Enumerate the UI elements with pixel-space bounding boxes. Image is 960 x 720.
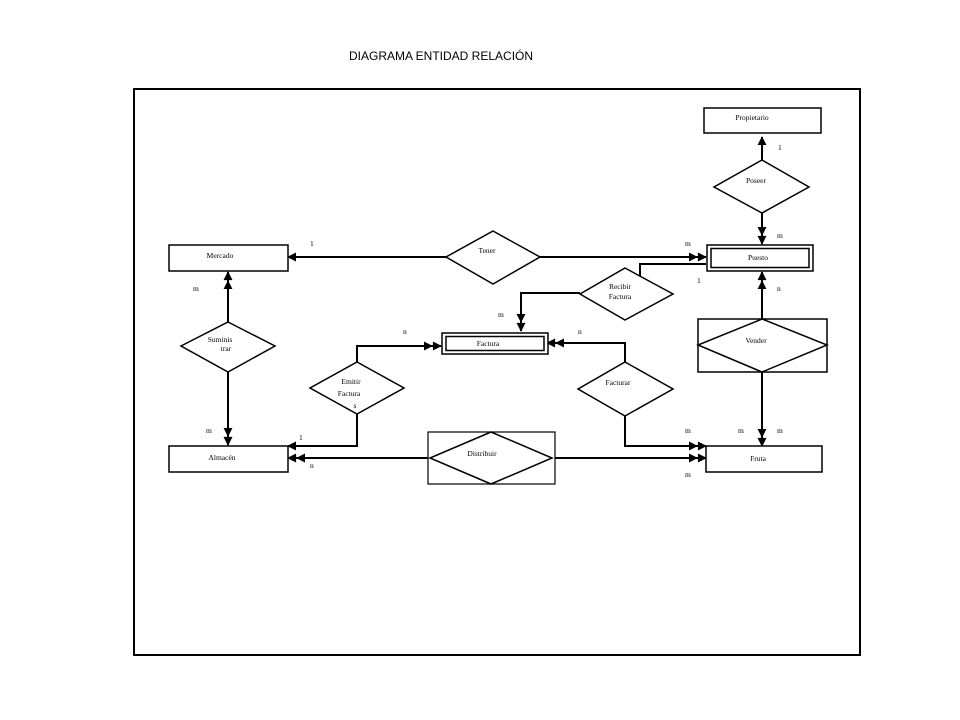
entity-mercado-label: Mercado xyxy=(207,251,234,260)
relationship-recibir-factura: Recibir Factura xyxy=(578,267,675,321)
relationship-tener: Tener xyxy=(444,230,542,285)
card-emitir-factura: n xyxy=(403,327,407,336)
relationship-distribuir-label: Distribuir xyxy=(467,449,497,458)
card-suministrar-almacen: m xyxy=(206,426,212,435)
line-emitir-almacen xyxy=(287,414,358,451)
card-distribuir-fruta: m xyxy=(685,470,691,479)
line-recibir-factura xyxy=(516,292,580,332)
relationship-emitir-facturas: Emitir Factura s xyxy=(308,361,406,415)
card-distribuir-almacen: n xyxy=(310,461,314,470)
relationship-suministrar: Suminis trar xyxy=(179,321,277,373)
relationship-facturar: Facturar xyxy=(576,361,675,417)
entity-mercado: Mercado xyxy=(168,244,289,272)
entity-almacen-label: Almacén xyxy=(208,453,235,462)
relationship-poseer: Poseer xyxy=(712,159,811,214)
card-poseer-puesto: m xyxy=(777,231,783,240)
connections xyxy=(223,136,767,463)
relationship-vender: Vender xyxy=(696,318,829,373)
relationship-suministrar-label-2: trar xyxy=(221,344,232,353)
entity-factura: Factura xyxy=(441,332,549,355)
line-facturar-factura xyxy=(546,338,626,362)
relationship-suministrar-label-1: Suminis xyxy=(208,335,233,344)
card-vender-fruta-left: m xyxy=(738,426,744,435)
line-emitir-factura xyxy=(356,341,442,362)
entity-propietario: Propietario xyxy=(703,107,822,134)
relationship-recibir-label-1: Recibir xyxy=(609,282,632,291)
relationship-facturar-label: Facturar xyxy=(606,378,631,387)
relationship-poseer-label: Poseer xyxy=(746,176,766,185)
card-vender-fruta-right: m xyxy=(777,426,783,435)
card-mercado-suministrar: m xyxy=(193,284,199,293)
relationship-emitir-label-3: s xyxy=(354,401,357,410)
entity-almacen: Almacén xyxy=(168,445,289,473)
relationship-distribuir: Distribuir xyxy=(427,431,556,485)
relationship-emitir-label-2: Factura xyxy=(338,389,361,398)
entity-fruta: Fruta xyxy=(705,445,823,473)
card-facturar-factura: n xyxy=(578,327,582,336)
entity-fruta-label: Fruta xyxy=(750,454,767,463)
card-recibir-factura: m xyxy=(498,310,504,319)
card-facturar-fruta: m xyxy=(685,426,691,435)
card-tener-mercado: 1 xyxy=(310,239,314,248)
relationship-emitir-label-1: Emitir xyxy=(341,377,361,386)
card-propietario-poseer: 1 xyxy=(778,143,782,152)
card-puesto-vender: n xyxy=(777,284,781,293)
cardinality-labels: 1 m 1 m 1 n m m m n n 1 n m m m m xyxy=(193,143,783,479)
entity-puesto: Puesto xyxy=(706,244,814,272)
card-emitir-almacen: 1 xyxy=(299,433,303,442)
entity-propietario-label: Propietario xyxy=(735,113,769,122)
diagram-frame xyxy=(133,88,861,656)
card-tener-puesto: m xyxy=(685,239,691,248)
page-title: DIAGRAMA ENTIDAD RELACIÓN xyxy=(349,49,534,63)
entity-puesto-label: Puesto xyxy=(748,253,768,262)
line-facturar-fruta xyxy=(624,416,707,451)
relationship-tener-label: Tener xyxy=(479,246,496,255)
relationship-vender-label: Vender xyxy=(745,336,767,345)
entity-factura-label: Factura xyxy=(477,339,500,348)
relationship-recibir-label-2: Factura xyxy=(609,292,632,301)
card-puesto-recibir: 1 xyxy=(697,276,701,285)
